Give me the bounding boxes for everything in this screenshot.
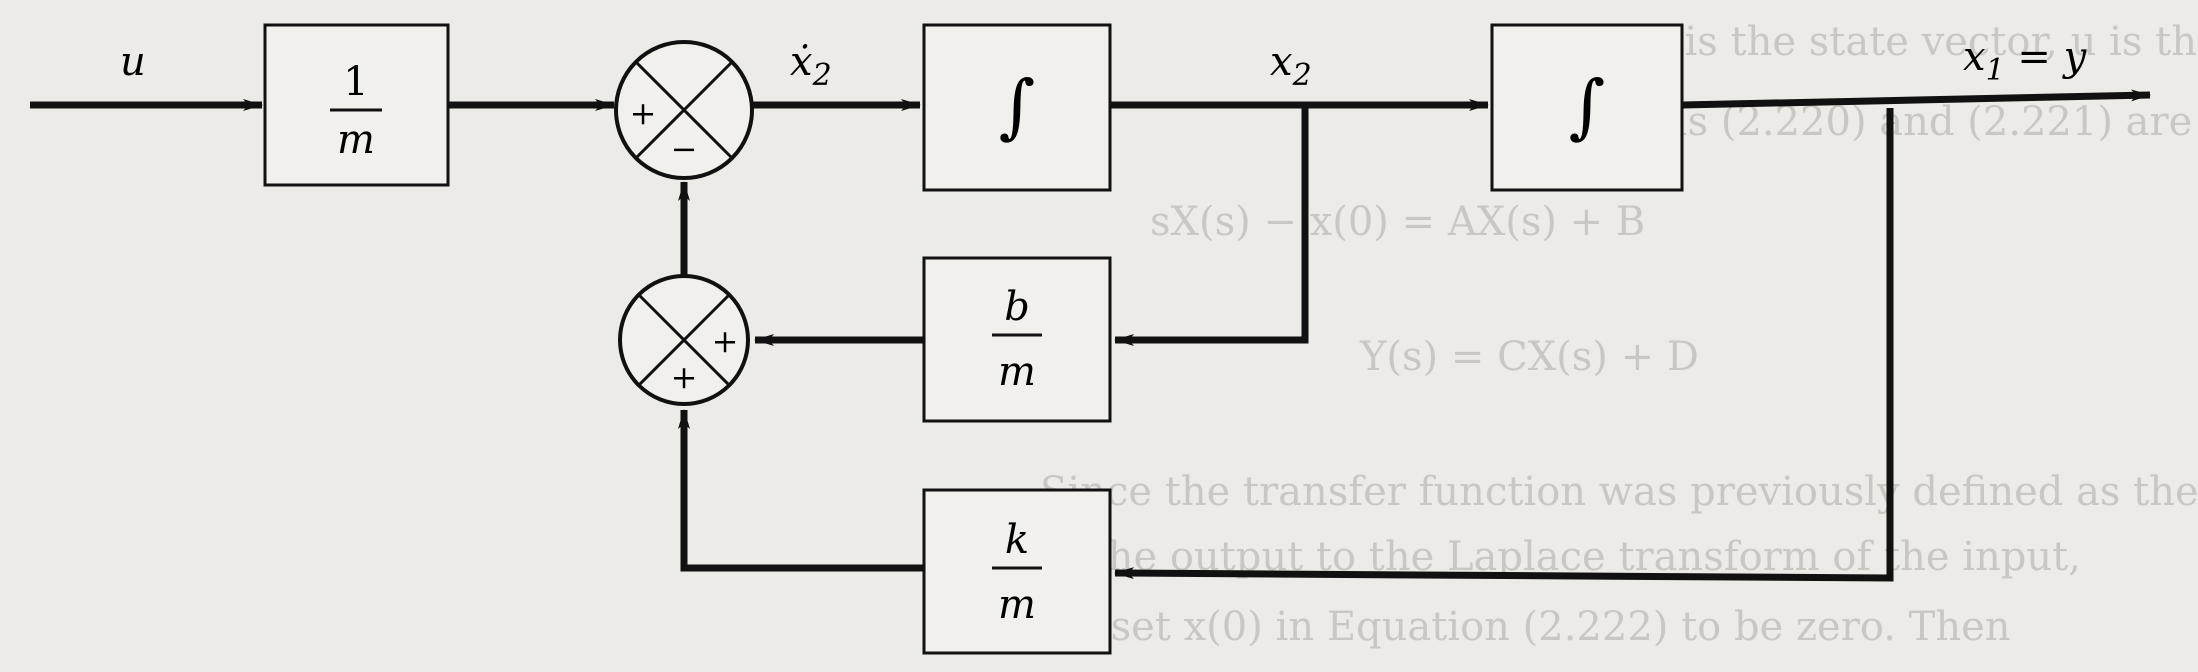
integrator-1-symbol: ∫ [999, 65, 1035, 147]
x2-feedback-path [1114, 108, 1309, 346]
damping-denominator: m [998, 349, 1036, 395]
gain-1-numerator: 1 [343, 59, 368, 105]
spring-block-k-over-m [922, 488, 1112, 655]
main-summing-junction [614, 40, 754, 180]
feedback-sum-plus-bottom: + [671, 358, 698, 396]
background-bleed: where x is the state vector, u is the in… [1040, 19, 2198, 650]
x2dot-label: ẋ2 [790, 39, 832, 93]
main-sum-plus-sign: + [630, 94, 657, 132]
feedback-sum-plus-right: + [712, 322, 739, 360]
damping-numerator: b [1004, 284, 1030, 330]
spring-numerator: k [1005, 517, 1029, 563]
output-feedback-path [1114, 108, 1894, 582]
bleed-line-5: Since the transfer function was previous… [1040, 469, 2198, 515]
bleed-line-3: sX(s) − x(0) = AX(s) + B [1150, 199, 1645, 245]
integrator-block-2 [1490, 23, 1684, 192]
input-label-u: u [120, 39, 146, 85]
bleed-line-7: we set x(0) in Equation (2.222) to be ze… [1040, 604, 2011, 650]
main-sum-minus-sign: − [671, 130, 698, 168]
integrator-2-symbol: ∫ [1569, 65, 1605, 147]
output-label: x1 = y [1963, 34, 2088, 88]
spring-denominator: m [998, 582, 1036, 628]
output-arrow [1681, 89, 2151, 109]
damping-block-b-over-m [922, 256, 1112, 423]
x2-label: x2 [1270, 39, 1312, 93]
gain-1-denominator: m [337, 117, 375, 163]
gain-block-1-over-m [263, 23, 450, 187]
spring-to-feedback-sum-arrow [678, 409, 924, 572]
bleed-line-4: Y(s) = CX(s) + D [1359, 334, 1699, 380]
